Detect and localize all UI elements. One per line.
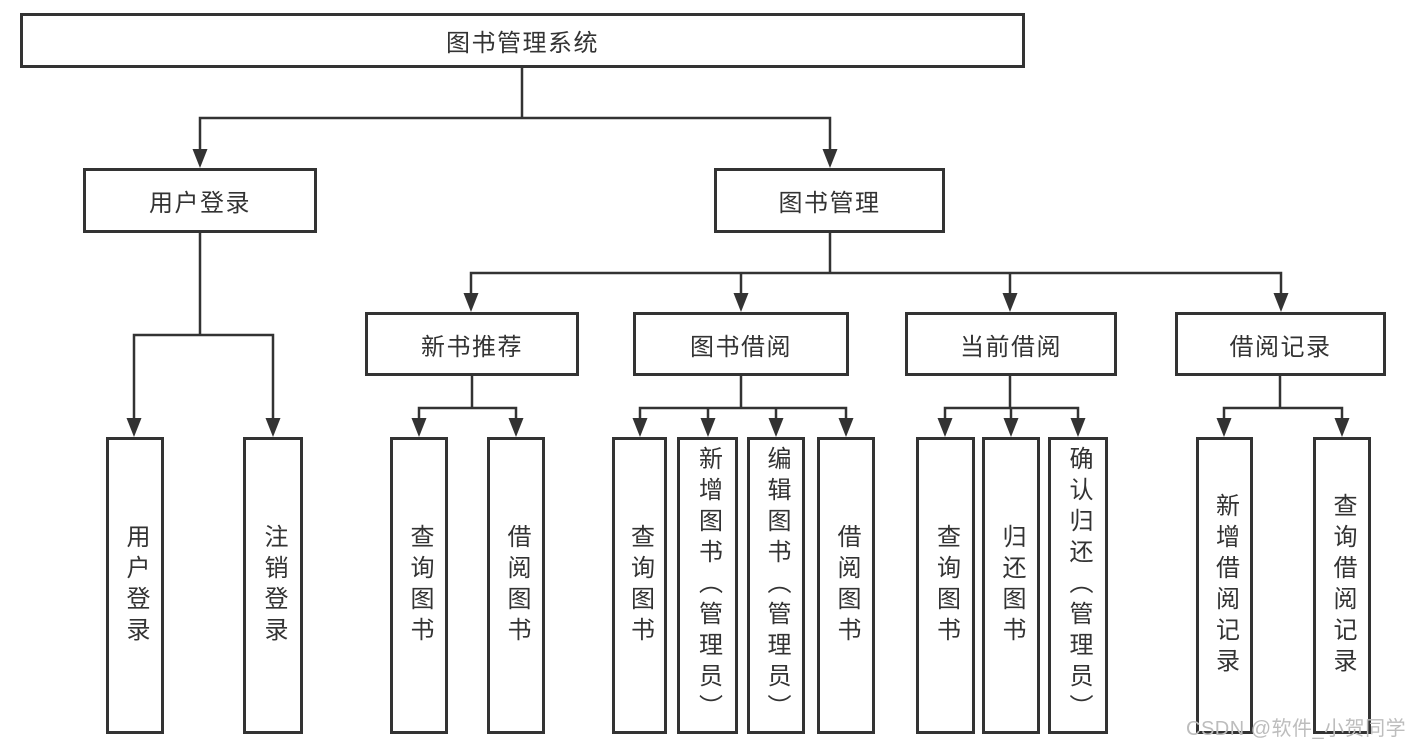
leaf-logout: 注销登录 [243,437,303,734]
connector-management-children [469,233,1283,296]
leaf-return-book: 归还图书 [982,437,1040,734]
leaf-borrow-books-recommend: 借阅图书 [487,437,545,734]
leaf-query-books-current: 查询图书 [916,437,975,734]
connector-record-children [1222,376,1344,421]
node-user-login: 用户登录 [83,168,317,233]
node-root-system: 图书管理系统 [20,13,1025,68]
leaf-add-book-admin: 新增图书（管理员） [677,437,738,734]
node-new-book-recommend: 新书推荐 [365,312,579,376]
leaf-borrow-books: 借阅图书 [817,437,875,734]
connector-recommend-children [417,376,518,421]
leaf-confirm-return-admin: 确认归还（管理员） [1048,437,1108,734]
leaf-query-books-borrow: 查询图书 [612,437,667,734]
leaf-query-books-recommend: 查询图书 [390,437,448,734]
arrowheads [126,149,1350,437]
leaf-add-borrow-record: 新增借阅记录 [1196,437,1253,734]
node-book-management: 图书管理 [714,168,945,233]
connector-borrow-children [638,376,848,421]
leaf-query-borrow-record: 查询借阅记录 [1313,437,1371,734]
node-book-borrow: 图书借阅 [633,312,849,376]
node-borrow-record: 借阅记录 [1175,312,1386,376]
node-current-borrow: 当前借阅 [905,312,1117,376]
connector-current-children [943,376,1080,421]
connector-login-children [132,233,275,421]
leaf-user-login: 用户登录 [106,437,164,734]
leaf-edit-book-admin: 编辑图书（管理员） [747,437,805,734]
connector-root-to-level2 [198,68,832,152]
csdn-watermark: CSDN @软件_小贺同学 [1186,718,1405,740]
